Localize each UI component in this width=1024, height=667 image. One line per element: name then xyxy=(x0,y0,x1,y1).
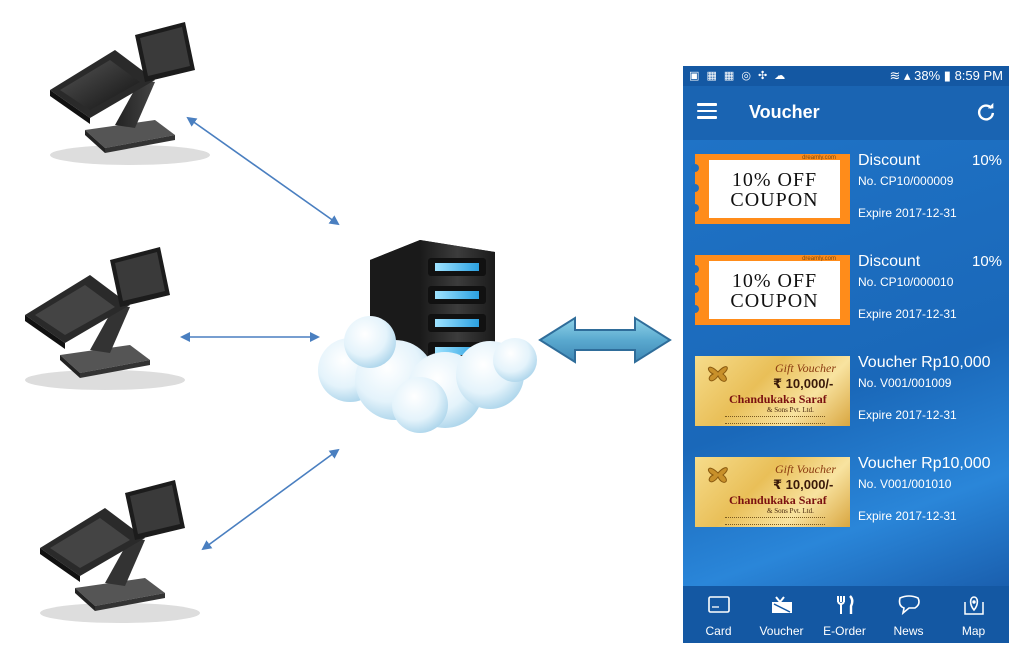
voucher-percent: 10% xyxy=(972,152,1003,169)
status-time: 8:59 PM xyxy=(954,68,1003,83)
status-right: ≋ ▴ 38% ▮ 8:59 PM xyxy=(889,68,1003,84)
voucher-name: Discount xyxy=(858,253,921,270)
cloud-server-icon xyxy=(318,240,537,433)
voucher-name: Voucher Rp10,000 xyxy=(858,455,991,472)
voucher-percent: 10% xyxy=(972,253,1003,270)
refresh-icon[interactable] xyxy=(975,101,997,123)
nav-e-order[interactable]: E-Order xyxy=(812,586,877,643)
nav-map[interactable]: Map xyxy=(941,586,1006,643)
gift-voucher-image: Gift Voucher ₹ 10,000/- Chandukaka Saraf… xyxy=(695,457,850,527)
voucher-name: Voucher Rp10,000 xyxy=(858,354,991,371)
double-arrow xyxy=(538,316,672,364)
voucher-icon xyxy=(772,596,792,613)
pos-terminal-bottom xyxy=(40,480,200,623)
arrow-top xyxy=(186,116,340,226)
page-title: Voucher xyxy=(749,102,820,122)
voucher-expire: Expire 2017-12-31 xyxy=(858,408,957,422)
voucher-expire: Expire 2017-12-31 xyxy=(858,206,957,220)
notification-icons: ▣ ▦ ▦ ◎ ✣ ☁ xyxy=(689,70,788,82)
voucher-number: No. CP10/000009 xyxy=(858,174,954,188)
speech-bubble-icon xyxy=(898,595,920,616)
card-icon xyxy=(708,596,730,613)
battery-percent: 38% xyxy=(914,68,941,83)
fork-knife-icon xyxy=(837,595,854,614)
ribbon-icon xyxy=(707,467,728,483)
pos-terminal-middle xyxy=(25,247,185,390)
voucher-expire: Expire 2017-12-31 xyxy=(858,509,957,523)
bottom-nav: Card Voucher E-Order News Map xyxy=(683,586,1009,643)
voucher-number: No. CP10/000010 xyxy=(858,275,954,289)
ribbon-icon xyxy=(707,366,728,382)
signal-icon: ▴ xyxy=(903,68,911,83)
status-bar: ▣ ▦ ▦ ◎ ✣ ☁ ≋ ▴ 38% ▮ 8:59 PM xyxy=(683,66,1009,86)
app-bar: Voucher xyxy=(683,86,1009,140)
arrow-bottom xyxy=(201,448,340,551)
voucher-item[interactable]: Gift Voucher ₹ 10,000/- Chandukaka Saraf… xyxy=(695,354,1009,436)
map-pin-icon xyxy=(964,596,984,615)
wifi-icon: ≋ xyxy=(889,68,901,83)
voucher-expire: Expire 2017-12-31 xyxy=(858,307,957,321)
phone-screen: ▣ ▦ ▦ ◎ ✣ ☁ ≋ ▴ 38% ▮ 8:59 PM Voucher dr… xyxy=(683,66,1009,643)
hamburger-menu-icon[interactable] xyxy=(697,103,717,119)
voucher-number: No. V001/001009 xyxy=(858,376,952,390)
nav-voucher[interactable]: Voucher xyxy=(749,586,814,643)
battery-icon: ▮ xyxy=(943,68,951,83)
nav-news[interactable]: News xyxy=(876,586,941,643)
voucher-item[interactable]: Gift Voucher ₹ 10,000/- Chandukaka Saraf… xyxy=(695,455,1009,537)
pos-terminal-top xyxy=(50,22,210,165)
voucher-number: No. V001/001010 xyxy=(858,477,952,491)
gift-voucher-image: Gift Voucher ₹ 10,000/- Chandukaka Saraf… xyxy=(695,356,850,426)
voucher-name: Discount xyxy=(858,152,921,169)
nav-card[interactable]: Card xyxy=(686,586,751,643)
